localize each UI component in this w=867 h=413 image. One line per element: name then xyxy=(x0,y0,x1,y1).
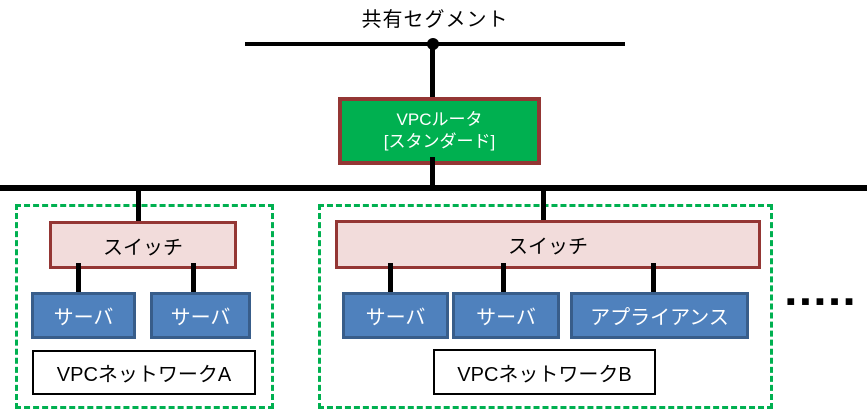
switch-b-box: スイッチ xyxy=(335,220,761,269)
appliance-box: アプライアンス xyxy=(570,292,749,339)
switch-b-to-appliance-line xyxy=(651,263,656,292)
vpc-router-mode: [スタンダード] xyxy=(383,132,496,151)
server-b2-box: サーバ xyxy=(452,292,560,339)
server-b1-box: サーバ xyxy=(342,292,449,339)
server-a2-box: サーバ xyxy=(150,292,251,339)
switch-b-to-server2-line xyxy=(501,263,506,292)
router-downlink-line xyxy=(430,157,435,186)
vpc-network-a-label: VPCネットワークA xyxy=(32,350,256,395)
router-uplink-line xyxy=(430,44,435,97)
vpc-router-box: VPCルータ [スタンダード] xyxy=(338,97,541,165)
shared-segment-title: 共有セグメント xyxy=(361,9,509,31)
server-a1-box: サーバ xyxy=(31,292,136,339)
vpc-network-a-boundary xyxy=(15,204,274,409)
switch-b-to-server1-line xyxy=(388,263,393,292)
backbone-bus-line xyxy=(0,185,867,191)
switch-a-to-server1-line xyxy=(76,263,81,292)
switch-a-box: スイッチ xyxy=(49,221,237,269)
vpc-network-b-label: VPCネットワークB xyxy=(433,349,656,395)
switch-a-to-server2-line xyxy=(191,263,196,292)
bus-to-switch-a-line xyxy=(136,191,141,221)
vpc-router-name: VPCルータ xyxy=(396,110,483,129)
more-networks-ellipsis: ▪▪▪▪▪ xyxy=(786,286,859,316)
bus-to-switch-b-line xyxy=(541,191,546,220)
